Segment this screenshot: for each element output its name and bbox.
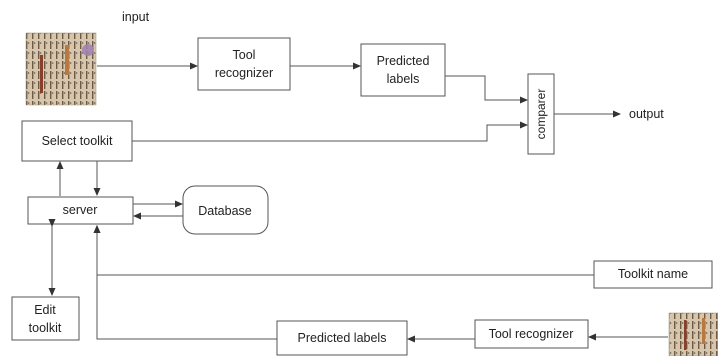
server-label: server [63, 203, 98, 217]
database-box [182, 185, 269, 235]
select-toolkit-box [21, 120, 133, 162]
tool-recognizer-label-top-2: recognizer [215, 66, 273, 80]
edit-toolkit-box [11, 296, 80, 341]
server-box [27, 196, 134, 225]
predicted-labels-label-top-1: Predicted [377, 54, 430, 68]
edit-toolkit-label-1: Edit [34, 303, 56, 317]
edit-toolkit-label-2: toolkit [29, 321, 62, 335]
output-label: output [629, 107, 664, 121]
bottom-tool-image [668, 312, 718, 356]
tool-recognizer-box-bottom [474, 319, 589, 349]
arrow-toolkit-name-to-server [93, 225, 594, 276]
tool-recognizer-label-top-1: Tool [233, 48, 256, 62]
arrow-select-to-comparer [132, 121, 528, 142]
tool-recognizer-label-bottom: Tool recognizer [489, 327, 574, 341]
toolkit-name-label: Toolkit name [618, 267, 688, 281]
comparer-label: comparer [534, 89, 548, 140]
predicted-labels-label-top-2: labels [387, 72, 420, 86]
comparer-box [527, 73, 555, 155]
predicted-labels-label-bottom: Predicted labels [298, 331, 387, 345]
select-toolkit-label: Select toolkit [42, 134, 113, 148]
predicted-labels-box-bottom [276, 320, 408, 356]
predicted-labels-box-top [360, 43, 446, 97]
arrow-predicted-bottom-to-server [93, 225, 277, 340]
tool-recognizer-box-top [197, 37, 291, 91]
top-tool-image [25, 32, 97, 106]
input-label: input [122, 10, 150, 24]
arrow-predicted-to-comparer [445, 75, 528, 104]
database-label: Database [198, 204, 252, 218]
